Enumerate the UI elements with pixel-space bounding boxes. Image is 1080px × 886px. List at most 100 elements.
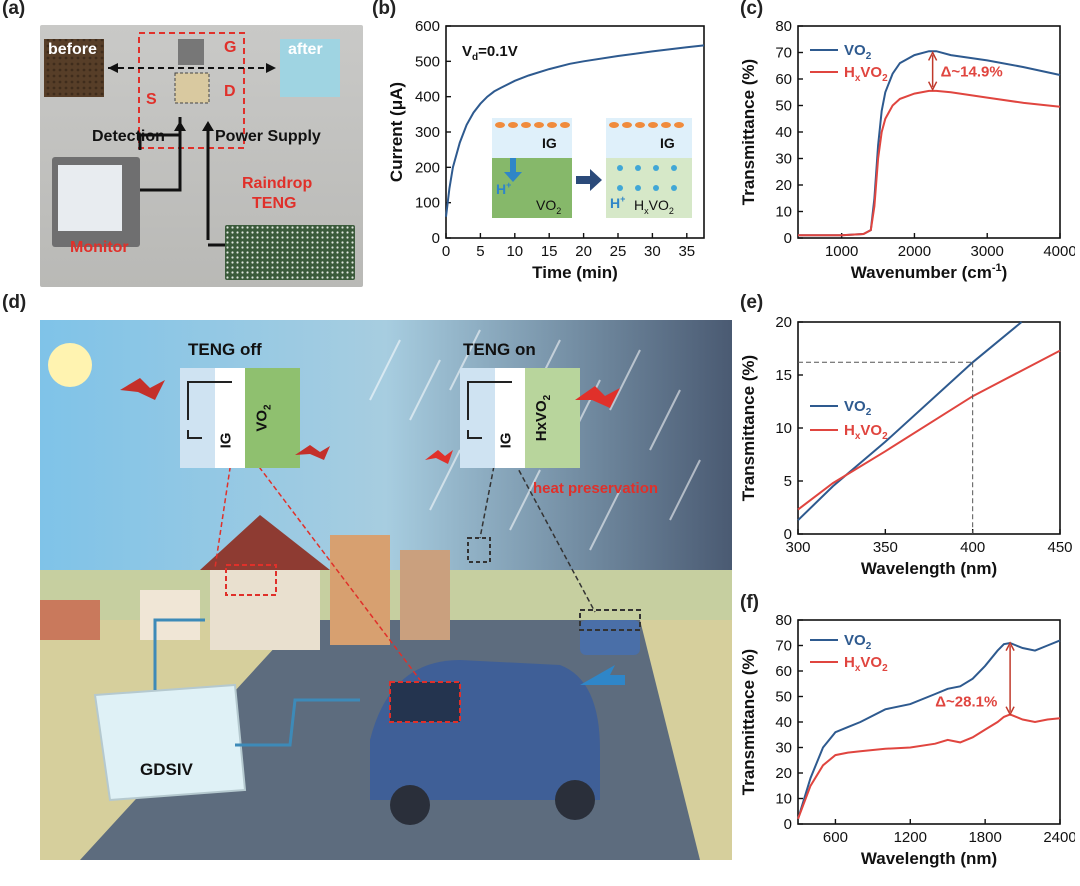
y-tick-label-b-6: 600: [415, 18, 440, 35]
y-tick-label-f-2: 20: [775, 765, 792, 782]
delta-arrowhead-bottom-f: [1005, 706, 1015, 716]
x-tick-label-b-1: 5: [476, 243, 484, 260]
inset-charge-left-3: [534, 122, 544, 128]
inset-proton-4: [617, 185, 623, 191]
label-source: S: [146, 91, 157, 108]
panel-label-a: (a): [2, 0, 26, 19]
label-power-supply: Power Supply: [215, 128, 321, 145]
y-tick-label-c-2: 20: [775, 177, 792, 194]
y-tick-label-b-3: 300: [415, 124, 440, 141]
inset-arrow-down: [504, 158, 522, 182]
label-after: after: [288, 41, 323, 58]
y-tick-label-b-0: 0: [432, 230, 440, 247]
x-tick-label-b-7: 35: [678, 243, 695, 260]
x-tick-label-c-2: 3000: [971, 243, 1004, 260]
y-tick-label-b-4: 400: [415, 89, 440, 106]
panel-a-svg: [44, 32, 355, 280]
inset-label-h-right: H+: [610, 194, 625, 211]
lightning-icon-left: [120, 378, 165, 400]
y-tick-label-f-8: 80: [775, 612, 792, 629]
inset-arrow-right: [576, 169, 602, 191]
x-tick-label-f-2: 1800: [968, 829, 1001, 846]
inset-charge-right-2: [635, 122, 645, 128]
y-axis-label-c: Transmittance (%): [740, 59, 758, 205]
y-axis-label-f: Transmittance (%): [740, 649, 758, 795]
delta-arrowhead-top-c: [927, 50, 938, 61]
annotation-vd: Vd=0.1V: [462, 43, 518, 63]
x-tick-label-c-1: 2000: [898, 243, 931, 260]
y-tick-label-f-6: 60: [775, 663, 792, 680]
legend-label-e-1: HxVO2: [844, 422, 888, 442]
y-tick-label-e-0: 0: [784, 526, 792, 543]
lightning-icon-right: [575, 386, 620, 408]
y-axis-label-b: Current (μA): [387, 82, 406, 182]
device-chip: [174, 72, 210, 104]
x-tick-label-f-3: 2400: [1043, 829, 1075, 846]
inset-charge-right-4: [661, 122, 671, 128]
panel-d-svg: [40, 320, 732, 860]
inset-label-vo2: VO2: [536, 197, 561, 216]
panel-label-f: (f): [740, 592, 759, 613]
y-tick-label-c-8: 80: [775, 18, 792, 35]
inset-charge-right-3: [648, 122, 658, 128]
y-tick-label-b-1: 100: [415, 195, 440, 212]
y-tick-label-c-7: 70: [775, 45, 792, 62]
gate-probe: [178, 39, 204, 65]
x-tick-label-f-1: 1200: [894, 829, 927, 846]
x-axis-label-b: Time (min): [532, 263, 618, 282]
inset-charge-right-1: [622, 122, 632, 128]
delta-arrowhead-bottom-c: [927, 81, 938, 92]
series-line-f-1: [797, 713, 1061, 820]
series-line-f-0: [797, 639, 1061, 820]
label-ig-right: IG: [497, 432, 515, 449]
inset-vo2-block: [492, 158, 572, 218]
y-tick-label-c-4: 40: [775, 124, 792, 141]
hxvo2-layer: [525, 368, 580, 468]
panel-a-photo: before after G S D Detection Power Suppl…: [40, 25, 363, 287]
label-monitor: Monitor: [70, 239, 129, 256]
x-tick-label-e-3: 450: [1047, 539, 1072, 556]
car-window-highlight: [389, 681, 461, 723]
y-tick-label-f-3: 30: [775, 740, 792, 757]
label-drain: D: [224, 83, 236, 100]
y-tick-label-f-0: 0: [784, 816, 792, 833]
inset-proton-0: [617, 165, 623, 171]
vo2-layer: [245, 368, 300, 468]
label-gdsiv: GDSIV: [140, 760, 193, 779]
label-ig-left: IG: [217, 432, 235, 449]
panel-label-c: (c): [740, 0, 764, 19]
inset-charge-left-2: [521, 122, 531, 128]
series-line-e-1: [797, 349, 1061, 511]
inset-proton-1: [635, 165, 641, 171]
label-gate: G: [224, 39, 237, 56]
y-tick-label-c-3: 30: [775, 151, 792, 168]
panel-label-d: (d): [2, 292, 27, 313]
y-tick-label-b-5: 500: [415, 53, 440, 70]
y-tick-label-f-5: 50: [775, 689, 792, 706]
inset-charge-left-4: [547, 122, 557, 128]
car: [370, 660, 600, 800]
inset-proton-3: [671, 165, 677, 171]
inset-label-ig-left: IG: [542, 135, 557, 151]
y-tick-label-f-1: 10: [775, 791, 792, 808]
x-tick-label-b-3: 15: [541, 243, 558, 260]
label-teng-off: TENG off: [188, 340, 262, 359]
inset-proton-2: [653, 165, 659, 171]
series-line-c-1: [798, 89, 1061, 237]
house-window-highlight: [225, 564, 277, 596]
panel-label-e: (e): [740, 292, 764, 313]
gdsiv-panel: [93, 683, 247, 802]
label-detection: Detection: [92, 128, 165, 145]
x-tick-label-e-1: 350: [873, 539, 898, 556]
inset-proton-7: [671, 185, 677, 191]
y-tick-label-e-2: 10: [775, 420, 792, 437]
y-tick-label-f-4: 40: [775, 714, 792, 731]
y-tick-label-e-1: 5: [784, 473, 792, 490]
delta-arrowhead-top-f: [1005, 641, 1015, 651]
y-tick-label-f-7: 70: [775, 638, 792, 655]
y-tick-label-b-2: 200: [415, 159, 440, 176]
